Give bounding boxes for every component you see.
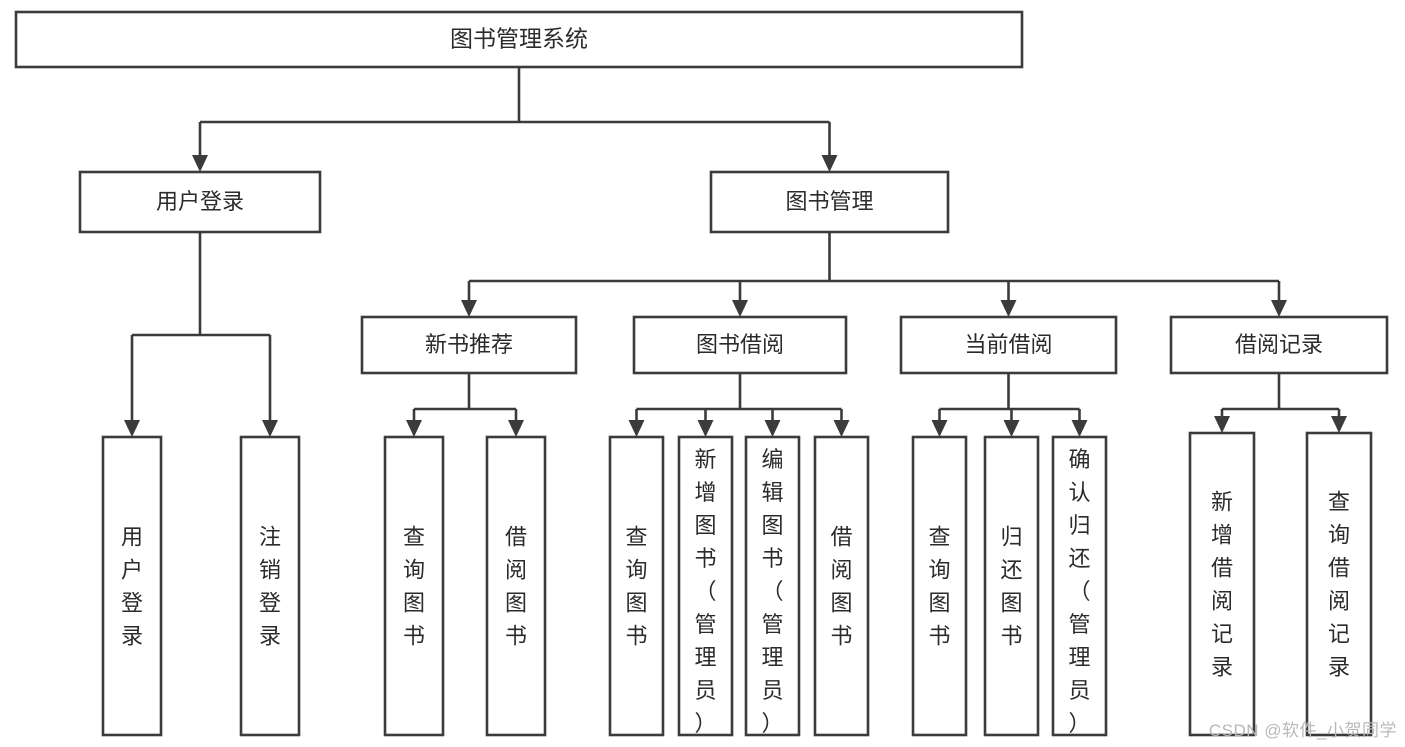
leaf-label-leaf-query-book-rec: 查询图书: [403, 525, 425, 649]
leaf-label-leaf-user-logout: 注销登录: [259, 525, 281, 649]
node-box-new-book-rec[interactable]: [360, 315, 578, 375]
node-box-undefined[interactable]: [14, 10, 1024, 69]
node-box-borrow-record[interactable]: [1169, 315, 1389, 375]
node-current-borrow[interactable]: 当前借阅: [899, 315, 1118, 375]
leaf-label-leaf-user-login: 用户登录: [121, 525, 143, 649]
leaf-box-leaf-query-book-rec[interactable]: [383, 435, 445, 737]
to-book-manage-arrowhead: [821, 155, 838, 172]
leaf-box-leaf-borrow-book-rec[interactable]: [485, 435, 547, 737]
leaf-leaf-user-logout[interactable]: 注销登录: [239, 435, 301, 737]
leaf-box-leaf-query-record[interactable]: [1305, 431, 1373, 737]
connector-layer: [124, 67, 1347, 437]
leaf-leaf-return-book[interactable]: 归还图书: [983, 435, 1040, 737]
leaf-leaf-borrow-book-rec[interactable]: 借阅图书: [485, 435, 547, 737]
to-leaf-return-book-arrowhead: [1003, 420, 1020, 437]
leaf-box-leaf-confirm-return[interactable]: [1051, 435, 1108, 737]
node-label-user-login: 用户登录: [156, 189, 244, 214]
to-leaf-add-book-arrowhead: [697, 420, 714, 437]
leaf-leaf-query-book-cur[interactable]: 查询图书: [911, 435, 968, 737]
to-leaf-borrow-book-rec-arrowhead: [508, 420, 524, 437]
node-undefined[interactable]: 图书管理系统: [14, 10, 1024, 69]
to-leaf-query-book-rec-arrowhead: [406, 420, 422, 437]
node-label-current-borrow: 当前借阅: [964, 332, 1052, 357]
node-box-current-borrow[interactable]: [899, 315, 1118, 375]
leaf-leaf-edit-book[interactable]: 编辑图书（管理员）: [744, 435, 801, 737]
node-label-borrow-record: 借阅记录: [1235, 332, 1323, 357]
node-book-manage[interactable]: 图书管理: [709, 170, 950, 234]
node-label-undefined: 图书管理系统: [450, 26, 588, 52]
csdn-watermark: CSDN @软件_小贺同学: [1208, 721, 1397, 740]
leaf-box-leaf-user-login[interactable]: [101, 435, 163, 737]
to-leaf-query-book-bor-arrowhead: [628, 420, 645, 437]
node-borrow-record[interactable]: 借阅记录: [1169, 315, 1389, 375]
leaf-leaf-add-book[interactable]: 新增图书（管理员）: [677, 435, 734, 737]
node-book-borrow[interactable]: 图书借阅: [632, 315, 848, 375]
leaf-label-leaf-add-book: 新增图书（管理员）: [694, 447, 716, 736]
leaf-label-leaf-query-book-bor: 查询图书: [625, 525, 647, 649]
node-label-book-borrow: 图书借阅: [696, 332, 784, 357]
to-current-borrow-arrowhead: [1000, 300, 1017, 317]
leaf-leaf-query-book-bor[interactable]: 查询图书: [608, 435, 665, 737]
leaf-box-leaf-query-book-bor[interactable]: [608, 435, 665, 737]
node-box-book-borrow[interactable]: [632, 315, 848, 375]
leaf-label-leaf-add-record: 新增借阅记录: [1211, 490, 1233, 680]
leaf-leaf-user-login[interactable]: 用户登录: [101, 435, 163, 737]
leaf-label-leaf-borrow-book-rec: 借阅图书: [505, 525, 527, 649]
leaf-leaf-add-record[interactable]: 新增借阅记录: [1188, 431, 1256, 737]
leaf-box-leaf-return-book[interactable]: [983, 435, 1040, 737]
leaf-label-leaf-confirm-return: 确认归还（管理员）: [1068, 447, 1090, 736]
leaf-box-leaf-borrow-book-bor[interactable]: [813, 435, 870, 737]
to-leaf-query-record-arrowhead: [1331, 416, 1347, 433]
node-new-book-rec[interactable]: 新书推荐: [360, 315, 578, 375]
leaf-label-leaf-query-book-cur: 查询图书: [928, 525, 950, 649]
to-new-book-rec-arrowhead: [461, 300, 477, 317]
node-user-login[interactable]: 用户登录: [78, 170, 322, 234]
to-leaf-user-logout-arrowhead: [262, 420, 278, 437]
leaf-label-leaf-return-book: 归还图书: [1000, 525, 1022, 649]
node-layer: 图书管理系统用户登录图书管理新书推荐图书借阅当前借阅借阅记录用户登录注销登录查询…: [14, 10, 1389, 737]
node-label-book-manage: 图书管理: [785, 189, 873, 214]
leaf-label-leaf-query-record: 查询借阅记录: [1328, 490, 1350, 680]
to-leaf-confirm-return-arrowhead: [1071, 420, 1088, 437]
to-borrow-record-arrowhead: [1271, 300, 1287, 317]
leaf-label-leaf-edit-book: 编辑图书（管理员）: [761, 447, 783, 736]
to-leaf-borrow-book-bor-arrowhead: [833, 420, 850, 437]
node-box-book-manage[interactable]: [709, 170, 950, 234]
leaf-label-leaf-borrow-book-bor: 借阅图书: [830, 525, 852, 649]
node-label-new-book-rec: 新书推荐: [425, 332, 513, 357]
to-leaf-edit-book-arrowhead: [764, 420, 781, 437]
leaf-box-leaf-user-logout[interactable]: [239, 435, 301, 737]
leaf-box-leaf-add-record[interactable]: [1188, 431, 1256, 737]
to-leaf-query-book-cur-arrowhead: [931, 420, 948, 437]
leaf-box-leaf-query-book-cur[interactable]: [911, 435, 968, 737]
leaf-leaf-query-record[interactable]: 查询借阅记录: [1305, 431, 1373, 737]
to-user-login-arrowhead: [192, 155, 208, 172]
leaf-leaf-query-book-rec[interactable]: 查询图书: [383, 435, 445, 737]
to-leaf-user-login-arrowhead: [124, 420, 140, 437]
node-box-user-login[interactable]: [78, 170, 322, 234]
leaf-box-leaf-add-book[interactable]: [677, 435, 734, 737]
leaf-leaf-borrow-book-bor[interactable]: 借阅图书: [813, 435, 870, 737]
to-book-borrow-arrowhead: [732, 300, 748, 317]
to-leaf-add-record-arrowhead: [1214, 416, 1230, 433]
leaf-box-leaf-edit-book[interactable]: [744, 435, 801, 737]
leaf-leaf-confirm-return[interactable]: 确认归还（管理员）: [1051, 435, 1108, 737]
